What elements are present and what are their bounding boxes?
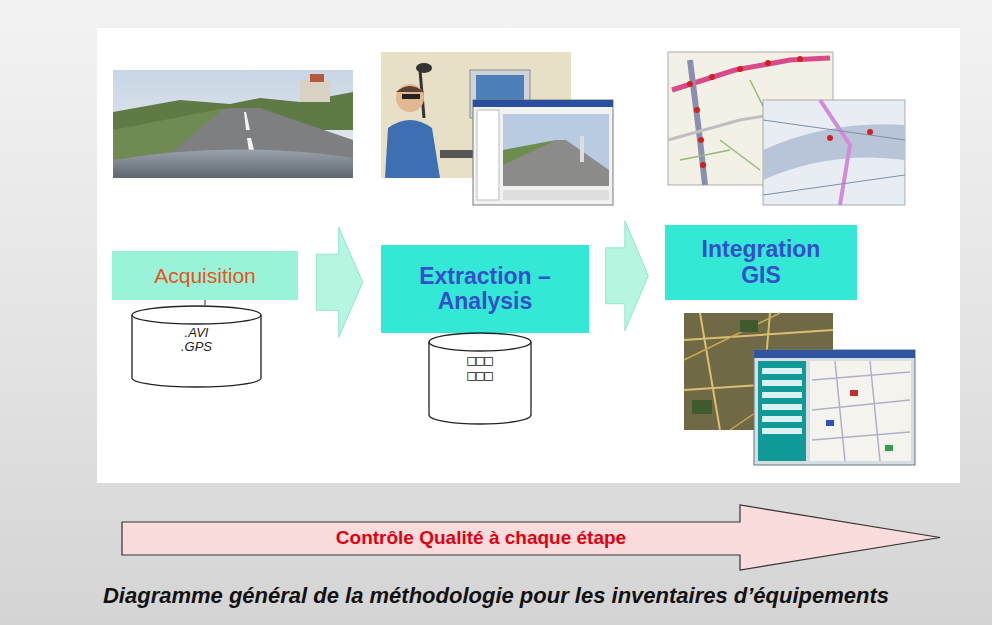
software-window [473,100,613,205]
node-label: Extraction – Analysis [398,264,573,315]
illustration-part [763,100,905,205]
illustration-part [680,80,770,170]
illustration-part [396,84,424,112]
cylinder-body [132,306,261,387]
illustration-part [762,404,802,410]
illustration-part [385,120,440,178]
illustration-part [763,124,905,180]
gis-map [668,52,905,205]
illustration-part [473,100,613,205]
illustration-part [762,392,802,398]
illustration-part [113,108,353,178]
aerial-application [684,313,915,465]
illustration-part [310,74,324,82]
illustration-part [416,63,432,73]
illustration-part [797,56,803,62]
illustration-part [820,100,850,205]
caption-row: Diagramme général de la méthodologie pou… [0,578,992,614]
illustration-part [503,140,609,186]
illustration-part [765,60,771,66]
illustration-part [503,114,609,186]
block-arrow [606,221,649,331]
illustration-part [477,110,499,200]
quality-arrow: Contrôle Qualité à chaque étape [122,505,940,570]
illustration-part [113,70,353,178]
illustration-part [709,74,715,80]
node-label: □□□ □□□ [459,353,501,384]
illustration-part [763,120,905,195]
connector [606,221,649,331]
cylinder-rim [132,315,261,324]
illustration-part [850,390,858,396]
illustration-part [762,428,802,434]
illustration-part [758,361,806,461]
node-label: .AVI .GPS [177,326,217,355]
node-label: Integration GIS [681,237,841,288]
illustration-part [827,135,833,141]
process-box: Extraction – Analysis [381,245,589,333]
data-store: .AVI .GPS [131,306,262,388]
node-label: Contrôle Qualité à chaque étape [336,528,626,549]
illustration-part [826,420,834,426]
arrow-shape [122,505,940,570]
road-photo [113,70,353,178]
arrow-text-area: Contrôle Qualité à chaque étape [122,522,840,555]
illustration-part [402,94,420,99]
illustration-part [580,136,584,162]
node-label: Acquisition [154,264,256,287]
dashed-link [205,300,206,306]
illustration-part [885,445,893,451]
illustration-part [503,140,556,165]
illustration-part [692,400,712,414]
cylinder-body [429,333,531,424]
illustration-part [740,320,758,332]
illustration-part [867,129,873,135]
illustration-part [762,368,802,374]
illustration-part [737,66,743,72]
process-box: Acquisition [112,251,298,300]
data-store: □□□ □□□ [428,333,532,425]
illustration-part [244,112,250,130]
illustration-part [113,149,353,178]
illustration-part [473,100,613,107]
illustration-part [690,60,705,185]
illustration-part [700,162,706,168]
illustration-part [754,350,915,465]
caption-text: Diagramme général de la méthodologie pou… [103,584,889,608]
illustration-part [687,81,693,87]
illustration-part [762,416,802,422]
illustration-part [503,190,609,200]
cylinder-rim [429,342,531,351]
illustration-part [300,80,330,102]
illustration-part [762,380,802,386]
connector [205,300,206,306]
illustration-part [810,361,911,461]
block-arrow [316,227,362,337]
connector [316,227,362,337]
illustration-part [694,107,700,113]
illustration-part [812,361,910,461]
illustration-part [698,137,704,143]
illustration-part [754,350,915,358]
illustration-part [396,86,424,92]
process-box: Integration GIS [665,225,857,300]
